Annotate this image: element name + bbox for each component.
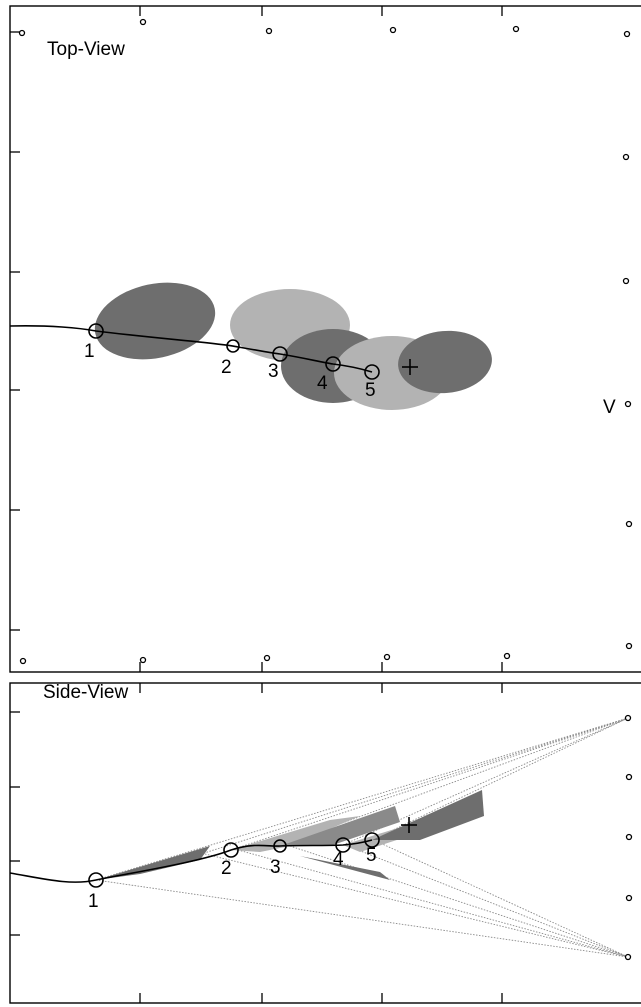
uncertainty-ellipse-1 [94, 282, 216, 360]
sensor-rays [95, 717, 629, 958]
estimate-label-3: 3 [268, 361, 279, 382]
side-view-title: Side-View [43, 682, 128, 703]
estimate-label-1: 1 [84, 341, 95, 362]
sensor-marker [622, 277, 630, 285]
estimate-marker-4 [335, 837, 351, 853]
estimate-marker-5 [364, 364, 380, 380]
estimate-label-4: 4 [333, 849, 344, 870]
sensor-marker-v [624, 400, 632, 408]
sensor-marker [263, 654, 271, 662]
estimate-marker-2 [226, 339, 240, 353]
sensor-marker [512, 25, 520, 33]
top-view-panel: Top-View 1 2 3 4 5 V [9, 5, 641, 673]
side-view-frame [9, 682, 641, 1004]
top-view-trajectory [9, 325, 373, 373]
sensor-marker [389, 26, 397, 34]
sensor-marker [624, 953, 632, 961]
top-view-sensors [18, 18, 633, 665]
side-view-trajectory [9, 839, 373, 883]
sensor-marker [139, 18, 147, 26]
top-view-ellipses [94, 282, 492, 410]
top-view-ticks [10, 6, 503, 672]
estimate-marker-4 [325, 356, 341, 372]
estimate-label-3: 3 [270, 857, 281, 878]
estimate-marker-1 [88, 323, 104, 339]
sensor-marker [265, 27, 273, 35]
estimate-marker-5 [364, 832, 380, 848]
estimate-label-2: 2 [221, 858, 232, 879]
target-cross-icon [401, 817, 417, 833]
sensor-marker [503, 652, 511, 660]
estimate-label-5: 5 [365, 380, 376, 401]
uncertainty-wedge-1b [96, 880, 150, 888]
sensor-marker [625, 642, 633, 650]
sensor-marker [18, 29, 26, 37]
sensor-marker [622, 153, 630, 161]
sensor-marker [139, 656, 147, 664]
side-view-sensors [624, 714, 633, 961]
estimate-marker-1 [88, 872, 104, 888]
estimate-label-1: 1 [88, 891, 99, 912]
side-view-panel: Side-View 1 2 3 4 5 [9, 682, 641, 1004]
uncertainty-wedge-5 [372, 790, 484, 840]
sensor-marker [625, 773, 633, 781]
sensor-marker [625, 520, 633, 528]
sensor-marker [383, 653, 391, 661]
sensor-marker [623, 30, 631, 38]
sensor-label-v: V [603, 397, 616, 418]
uncertainty-ellipse-5 [398, 330, 492, 394]
uncertainty-wedge-2 [231, 816, 360, 852]
estimate-marker-2 [223, 842, 239, 858]
estimate-marker-3 [272, 346, 288, 362]
uncertainty-wedge-1 [96, 846, 210, 880]
sensor-marker [625, 894, 633, 902]
sensor-marker [625, 833, 633, 841]
top-view-title: Top-View [47, 39, 125, 60]
uncertainty-wedge-3 [280, 806, 400, 846]
target-cross-icon [402, 359, 418, 375]
estimate-label-4: 4 [317, 373, 328, 394]
estimate-marker-3 [273, 839, 287, 853]
uncertainty-wedge-3b [300, 856, 390, 880]
side-view-wedges [96, 790, 484, 888]
sensor-marker [624, 714, 632, 722]
top-view-frame [9, 5, 641, 673]
side-view-ticks [10, 683, 503, 1003]
top-view-estimates [88, 323, 380, 380]
sensor-marker [19, 657, 27, 665]
estimate-label-2: 2 [221, 357, 232, 378]
side-view-estimates [88, 832, 380, 888]
estimate-label-5: 5 [366, 845, 377, 866]
